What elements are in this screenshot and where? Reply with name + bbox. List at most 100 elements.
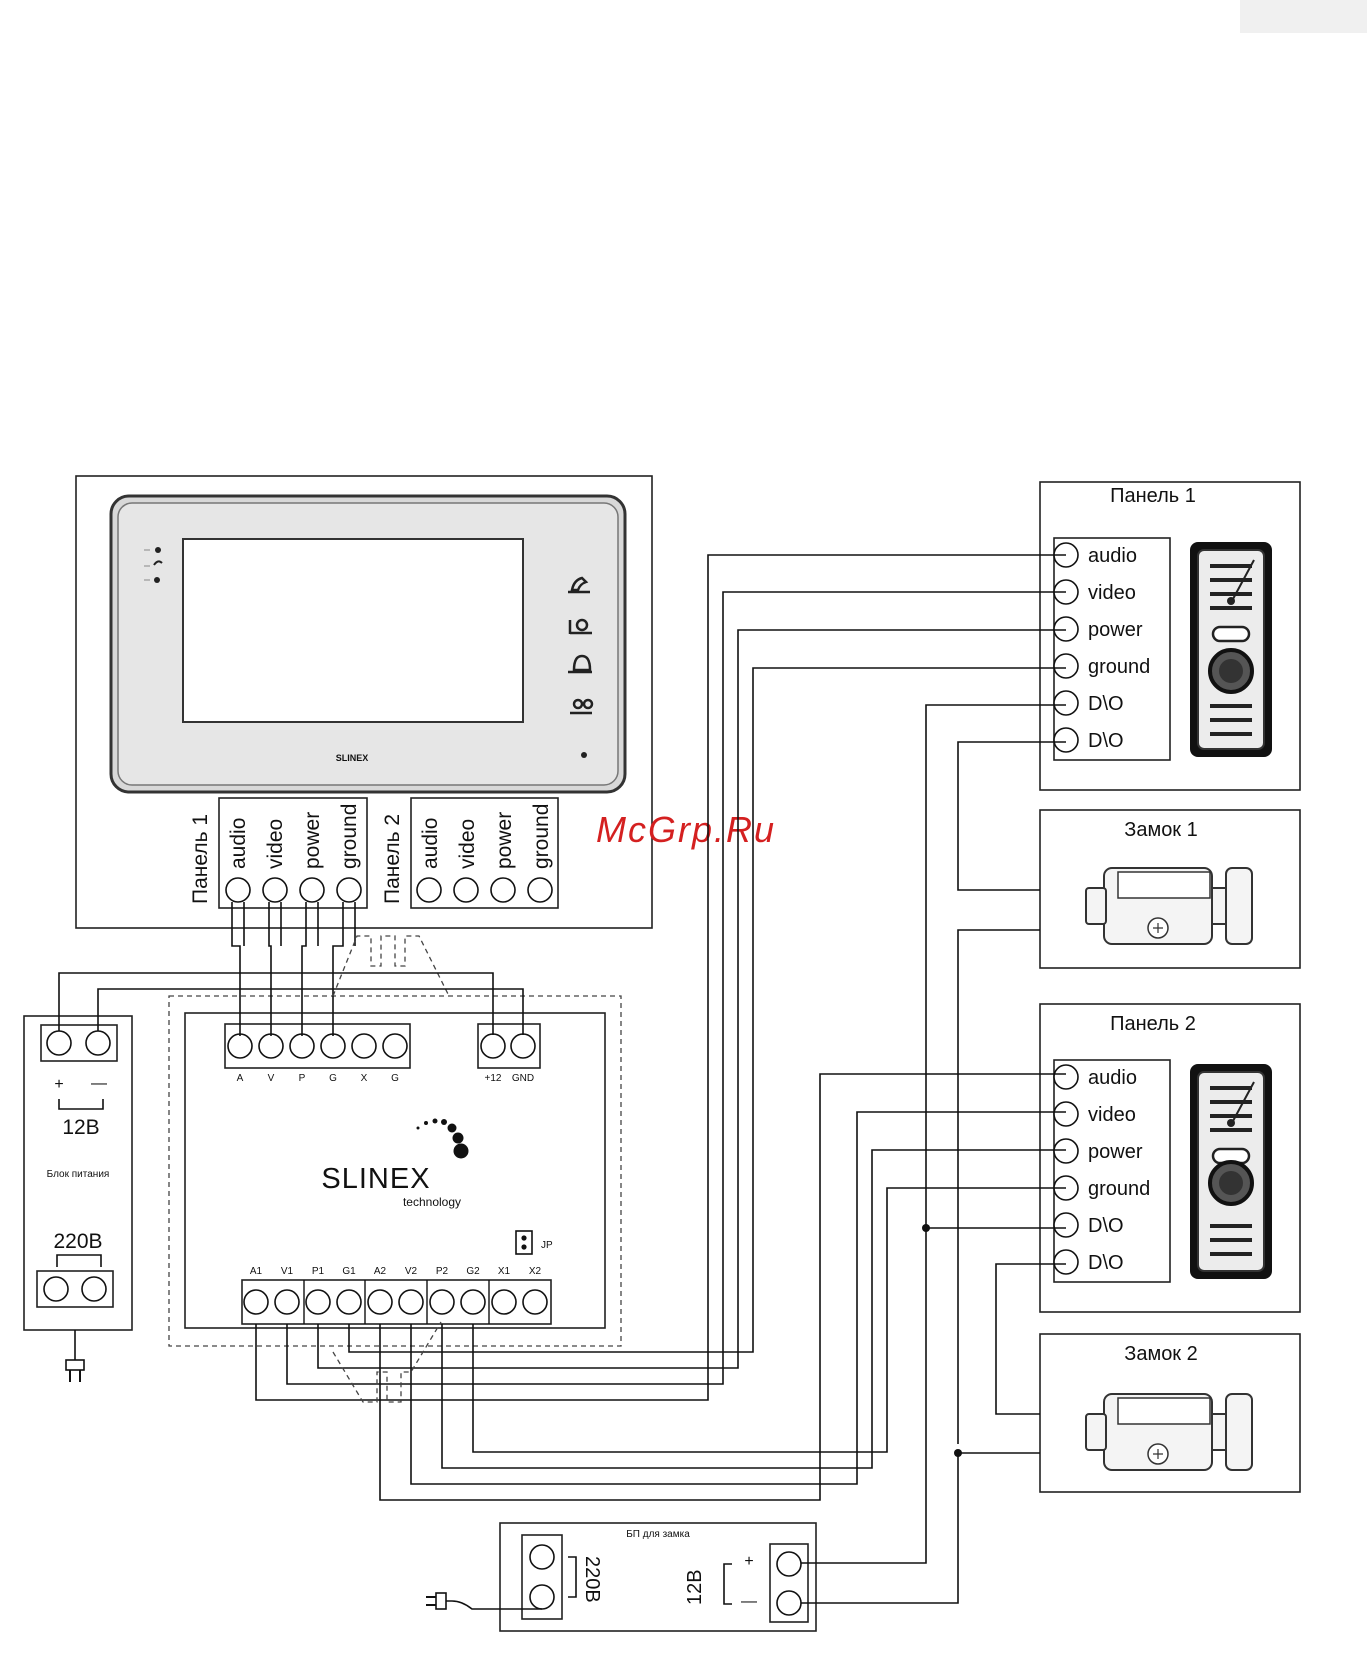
panel1-camera-unit bbox=[1190, 542, 1272, 757]
jumper-label: JP bbox=[541, 1240, 553, 1251]
switch-bottom-terminal-7[interactable] bbox=[460, 1289, 486, 1315]
psu-plus-terminal[interactable] bbox=[46, 1030, 72, 1056]
lock-psu-plus-label: + bbox=[744, 1553, 753, 1570]
psu-plus-label: + bbox=[54, 1076, 63, 1093]
switch-bottom-label-1: V1 bbox=[281, 1266, 294, 1277]
switch-power-terminal-1[interactable] bbox=[510, 1033, 536, 1059]
psu-minus-terminal[interactable] bbox=[85, 1030, 111, 1056]
switch-top-terminal-4[interactable] bbox=[351, 1033, 377, 1059]
key-button-icon[interactable] bbox=[570, 698, 594, 715]
panel1-title: Панель 1 bbox=[1110, 485, 1196, 507]
panel1-power-label: power bbox=[1088, 619, 1143, 641]
monitor-p2-term-audio: audio bbox=[419, 818, 442, 869]
switch-bottom-terminal-1[interactable] bbox=[274, 1289, 300, 1315]
switch-bottom-terminal-9[interactable] bbox=[522, 1289, 548, 1315]
panel2-do-1-terminal[interactable] bbox=[1053, 1212, 1079, 1238]
switch-bottom-label-3: G1 bbox=[342, 1266, 356, 1277]
monitor-p1-term-power: power bbox=[301, 812, 324, 869]
lock-psu-ac-terminal-2[interactable] bbox=[529, 1584, 555, 1610]
switch-top-terminal-2[interactable] bbox=[289, 1033, 315, 1059]
lock-psu-plus-terminal[interactable] bbox=[776, 1551, 802, 1577]
monitor-p1-video-terminal[interactable] bbox=[262, 877, 288, 903]
switch-power-terminal-0[interactable] bbox=[480, 1033, 506, 1059]
psu-name: Блок питания bbox=[47, 1169, 110, 1180]
monitor-p1-ground-terminal[interactable] bbox=[336, 877, 362, 903]
monitor-p2-term-power: power bbox=[493, 812, 516, 869]
switch-bottom-label-0: A1 bbox=[250, 1266, 263, 1277]
switch-power-label-1: GND bbox=[512, 1073, 534, 1084]
switch-top-terminal-1[interactable] bbox=[258, 1033, 284, 1059]
power-supply-unit: + — 12В Блок питания 220В bbox=[23, 1015, 133, 1382]
panel2-camera-unit bbox=[1190, 1064, 1272, 1279]
panel2-terminal-block bbox=[1053, 1059, 1171, 1283]
panel2-audio-label: audio bbox=[1088, 1067, 1137, 1089]
monitor-p2-power-terminal[interactable] bbox=[490, 877, 516, 903]
switch-bottom-terminal-4[interactable] bbox=[367, 1289, 393, 1315]
monitor-p2-ground-terminal[interactable] bbox=[527, 877, 553, 903]
switch-bottom-terminal-5[interactable] bbox=[398, 1289, 424, 1315]
switch-bottom-terminal-3[interactable] bbox=[336, 1289, 362, 1315]
mic-icon bbox=[581, 752, 587, 758]
switch-module-outline bbox=[168, 995, 622, 1347]
lock-2: Замок 2 bbox=[1039, 1333, 1301, 1493]
switch-bottom-terminal-6[interactable] bbox=[429, 1289, 455, 1315]
switch-top-label-4: X bbox=[361, 1073, 368, 1084]
lock1-electric-lock-icon bbox=[1085, 867, 1253, 945]
lock-psu-out-voltage: 12В bbox=[684, 1569, 706, 1605]
indicator-icons bbox=[144, 547, 163, 583]
switch-top-terminal-3[interactable] bbox=[320, 1033, 346, 1059]
monitor-p1-audio-terminal[interactable] bbox=[225, 877, 251, 903]
panel1-power-terminal[interactable] bbox=[1053, 616, 1079, 642]
intercom-button-icon[interactable] bbox=[568, 618, 592, 635]
lock-psu-in-voltage: 220В bbox=[581, 1556, 603, 1603]
lock-psu-ac-terminal-1[interactable] bbox=[529, 1544, 555, 1570]
panel2-audio-terminal[interactable] bbox=[1053, 1064, 1079, 1090]
panel1-do-2-terminal[interactable] bbox=[1053, 727, 1079, 753]
switch-bottom-terminal-2[interactable] bbox=[305, 1289, 331, 1315]
handset-button-icon[interactable] bbox=[568, 576, 590, 594]
switch-top-label-1: V bbox=[268, 1073, 275, 1084]
jumper-block[interactable] bbox=[515, 1230, 533, 1255]
monitor-p1-term-audio: audio bbox=[227, 818, 250, 869]
switch-top-label-5: G bbox=[391, 1073, 399, 1084]
lock-psu-minus-terminal[interactable] bbox=[776, 1590, 802, 1616]
bell-button-icon[interactable] bbox=[568, 654, 592, 674]
monitor-p1-power-terminal[interactable] bbox=[299, 877, 325, 903]
panel1-ground-terminal[interactable] bbox=[1053, 653, 1079, 679]
monitor-logo: SLINEX bbox=[336, 753, 369, 763]
monitor-screen bbox=[182, 538, 524, 723]
switch-bottom-label-2: P1 bbox=[312, 1266, 325, 1277]
psu-ac-terminal-1[interactable] bbox=[43, 1276, 69, 1302]
lock-psu-minus-label: — bbox=[741, 1593, 757, 1610]
panel2-power-terminal[interactable] bbox=[1053, 1138, 1079, 1164]
monitor-p2-term-video: video bbox=[456, 819, 479, 869]
switch-top-label-3: G bbox=[329, 1073, 337, 1084]
panel1-do-1-label: D\O bbox=[1088, 693, 1124, 715]
switch-top-terminal-0[interactable] bbox=[227, 1033, 253, 1059]
switch-top-terminal-5[interactable] bbox=[382, 1033, 408, 1059]
watermark: McGrp.Ru bbox=[596, 809, 776, 850]
switch-bottom-terminal-0[interactable] bbox=[243, 1289, 269, 1315]
panel1-ground-label: ground bbox=[1088, 656, 1150, 678]
lock2-electric-lock-icon bbox=[1085, 1393, 1253, 1471]
switch-bottom-label-6: P2 bbox=[436, 1266, 449, 1277]
monitor-p2-audio-terminal[interactable] bbox=[416, 877, 442, 903]
psu-ac-terminal-2[interactable] bbox=[81, 1276, 107, 1302]
switch-bottom-terminal-8[interactable] bbox=[491, 1289, 517, 1315]
switch-bottom-label-5: V2 bbox=[405, 1266, 418, 1277]
switch-brand: SLINEX bbox=[321, 1163, 430, 1195]
panel1-do-1-terminal[interactable] bbox=[1053, 690, 1079, 716]
switch-top-label-0: A bbox=[237, 1073, 244, 1084]
lock-1: Замок 1 bbox=[1039, 809, 1301, 969]
panel2-do-2-terminal[interactable] bbox=[1053, 1249, 1079, 1275]
monitor-p2-video-terminal[interactable] bbox=[453, 877, 479, 903]
panel2-video-terminal[interactable] bbox=[1053, 1101, 1079, 1127]
panel1-video-label: video bbox=[1088, 582, 1136, 604]
psu-plug-icon bbox=[65, 1359, 85, 1382]
lock-psu-title: БП для замка bbox=[626, 1529, 690, 1540]
switch-top-label-2: P bbox=[299, 1073, 306, 1084]
